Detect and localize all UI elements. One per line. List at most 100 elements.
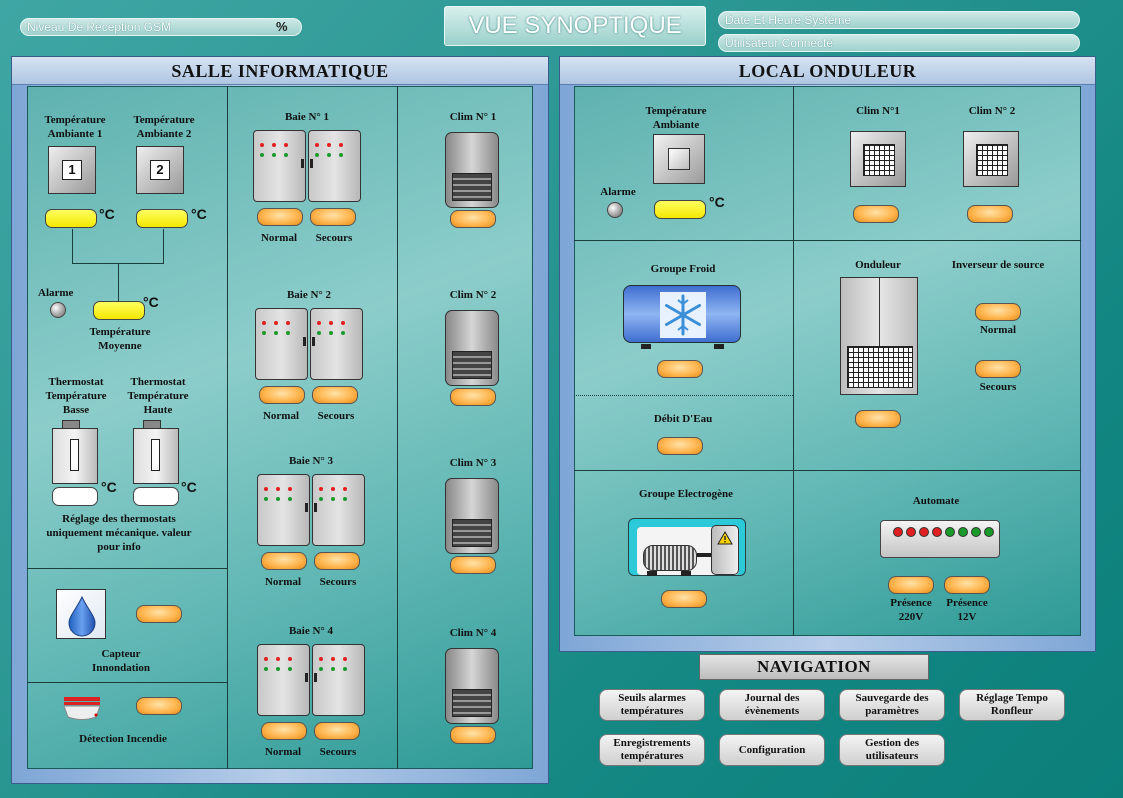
debit-status	[657, 437, 703, 455]
baie-4-normal-label: Normal	[264, 746, 302, 758]
local-temp-unit: °C	[709, 194, 725, 210]
temp2-unit: °C	[191, 206, 207, 222]
temp-moyenne-value	[93, 301, 145, 320]
groupe-froid-status	[657, 360, 703, 378]
baie-2-secours-status	[312, 386, 358, 404]
baie-4-secours-status	[314, 722, 360, 740]
automate-icon	[880, 520, 1000, 558]
baie-3-normal-label: Normal	[264, 576, 302, 588]
gestion-utilisateurs-button[interactable]: Gestion des utilisateurs	[839, 734, 945, 766]
thermostat-basse-icon	[52, 420, 98, 484]
temp2-value	[136, 209, 188, 228]
thermo-basse-label: Thermostat Température Basse	[45, 376, 107, 416]
warning-icon	[717, 531, 733, 545]
automate-led-red	[906, 527, 916, 537]
baie-1-normal-status	[257, 208, 303, 226]
salle-header: SALLE INFORMATIQUE	[12, 57, 548, 85]
temp2-label: Température Ambiante 2	[133, 114, 195, 140]
automate-label: Automate	[912, 495, 960, 507]
baie-4-cabinet-icon	[257, 644, 365, 716]
local-alarme-label: Alarme	[600, 186, 636, 198]
clim-3-unit-icon	[445, 478, 499, 554]
clim-4-label: Clim N° 4	[449, 627, 497, 639]
thermo-basse-value	[52, 487, 98, 506]
baie-2-secours-label: Secours	[317, 410, 355, 422]
baie-3-label: Baie N° 3	[288, 455, 334, 467]
thermo-basse-unit: °C	[101, 479, 117, 495]
presence-220-label: Présence 220V	[890, 597, 932, 623]
baie-3-normal-status	[261, 552, 307, 570]
groupe-froid-icon	[623, 285, 741, 349]
navigation-title: NAVIGATION	[699, 654, 929, 680]
capteur-label: Capteur Innondation	[91, 648, 151, 674]
clim-2-unit-icon	[445, 310, 499, 386]
automate-led-red	[932, 527, 942, 537]
temp-moy-unit: °C	[143, 294, 159, 310]
thermo-haute-unit: °C	[181, 479, 197, 495]
salle-alarme-label: Alarme	[38, 287, 74, 299]
clim-3-label: Clim N° 3	[449, 457, 497, 469]
presence-12-status	[944, 576, 990, 594]
clim-1-unit-icon	[445, 132, 499, 208]
temp-sensor-1-icon: 1	[48, 146, 96, 194]
baie-3-cabinet-icon	[257, 474, 365, 546]
automate-led-red	[893, 527, 903, 537]
presence-12-label: Présence 12V	[946, 597, 988, 623]
snowflake-icon	[660, 292, 706, 338]
inverseur-normal-status	[975, 303, 1021, 321]
presence-220-status	[888, 576, 934, 594]
journal-button[interactable]: Journal des évènements	[719, 689, 825, 721]
page-title: VUE SYNOPTIQUE	[444, 6, 706, 46]
gsm-level-field: Niveau De Réception GSM %	[20, 18, 302, 36]
baie-1-secours-status	[310, 208, 356, 226]
baie-1-cabinet-icon	[253, 130, 361, 202]
local-clim2-status	[967, 205, 1013, 223]
enregistrements-button[interactable]: Enregistrements températures	[599, 734, 705, 766]
seuils-alarmes-button[interactable]: Seuils alarmes températures	[599, 689, 705, 721]
local-temp-value	[654, 200, 706, 219]
baie-2-label: Baie N° 2	[286, 289, 332, 301]
baie-3-secours-label: Secours	[319, 576, 357, 588]
temp-sensor-2-icon: 2	[136, 146, 184, 194]
automate-led-green	[971, 527, 981, 537]
local-clim2-label: Clim N° 2	[968, 105, 1016, 117]
local-clim1-status	[853, 205, 899, 223]
configuration-button[interactable]: Configuration	[719, 734, 825, 766]
gsm-unit: %	[276, 19, 288, 34]
temp-moyenne-label: Température Moyenne	[89, 326, 151, 352]
sensor-2-number: 2	[150, 160, 170, 180]
groupe-elec-label: Groupe Electrogène	[639, 488, 733, 500]
thermo-haute-value	[133, 487, 179, 506]
local-clim1-label: Clim N°1	[856, 105, 900, 117]
groupe-froid-label: Groupe Froid	[650, 263, 716, 275]
baie-4-normal-status	[261, 722, 307, 740]
inverseur-label: Inverseur de source	[951, 259, 1045, 271]
baie-1-secours-label: Secours	[315, 232, 353, 244]
clim-1-status	[450, 210, 496, 228]
sauvegarde-button[interactable]: Sauvegarde des paramètres	[839, 689, 945, 721]
groupe-elec-status	[661, 590, 707, 608]
water-drop-icon	[56, 589, 106, 639]
baie-3-secours-status	[314, 552, 360, 570]
temp1-value	[45, 209, 97, 228]
baie-2-normal-label: Normal	[262, 410, 300, 422]
flood-status	[136, 605, 182, 623]
automate-led-green	[984, 527, 994, 537]
onduleur-label: Onduleur	[855, 259, 901, 271]
inverseur-secours-label: Secours	[979, 381, 1017, 393]
baie-4-label: Baie N° 4	[288, 625, 334, 637]
baie-2-cabinet-icon	[255, 308, 363, 380]
local-temp-label: Température Ambiante	[645, 105, 707, 131]
salle-alarm-led	[50, 302, 66, 318]
reglage-tempo-button[interactable]: Réglage Tempo Ronfleur	[959, 689, 1065, 721]
generator-icon	[628, 518, 746, 576]
local-clim1-icon	[850, 131, 906, 187]
smoke-detector-icon	[62, 695, 102, 723]
clim-1-label: Clim N° 1	[449, 111, 497, 123]
thermostat-haute-icon	[133, 420, 179, 484]
thermo-note: Réglage des thermostats uniquement mécan…	[46, 513, 192, 553]
clim-3-status	[450, 556, 496, 574]
local-clim2-icon	[963, 131, 1019, 187]
inverseur-normal-label: Normal	[979, 324, 1017, 336]
local-header: LOCAL ONDULEUR	[560, 57, 1095, 85]
